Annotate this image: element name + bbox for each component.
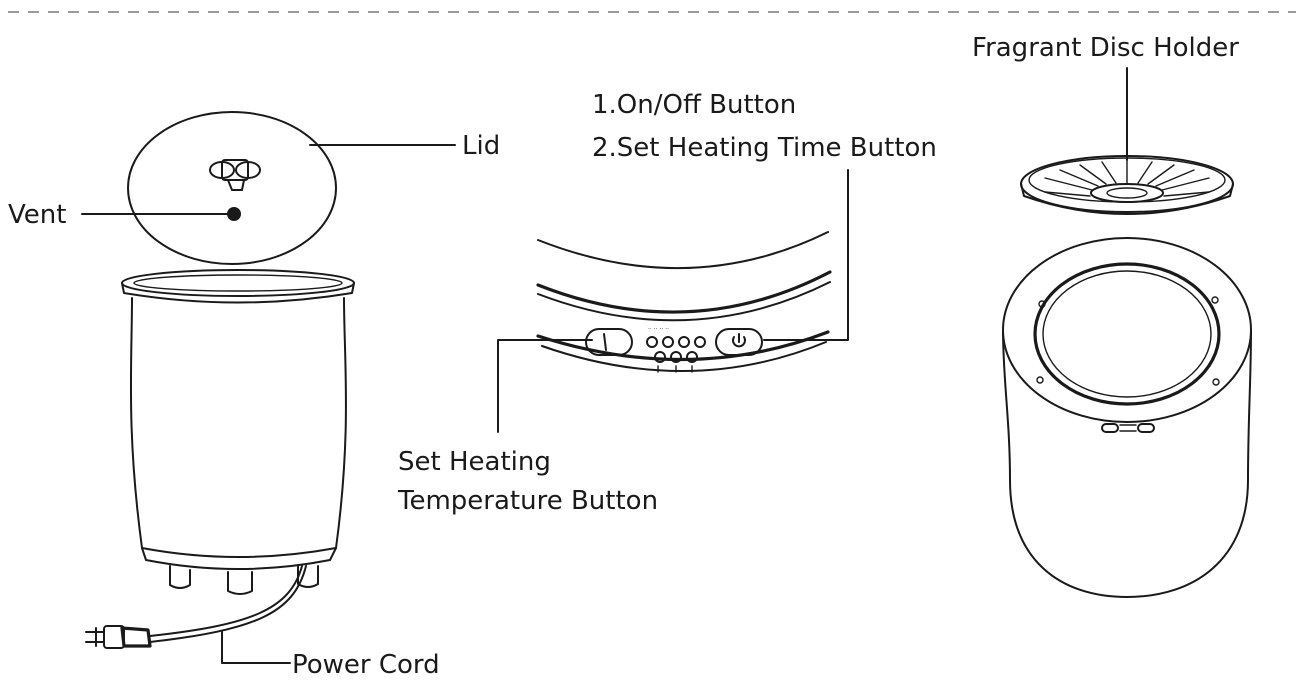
foot-right — [297, 565, 319, 588]
control-panel-illustration: ·· ·· ·· ·· — [536, 231, 832, 373]
indicator-leds-bottom — [654, 351, 698, 373]
foot-center — [227, 571, 253, 595]
power-icon — [732, 333, 746, 348]
disc-holder-label: Fragrant Disc Holder — [972, 33, 1239, 63]
warmer-left-illustration — [85, 111, 355, 649]
lid-knob-icon — [209, 159, 261, 191]
foot-left — [169, 565, 191, 589]
panel-arc-middle — [536, 270, 832, 314]
power-cord-label: Power Cord — [292, 650, 440, 680]
power-cord-leader — [221, 631, 291, 664]
set-temp-label-line1: Set Heating — [398, 447, 551, 477]
power-button[interactable] — [715, 328, 763, 356]
body-rim-outer — [121, 269, 355, 297]
panel-arc-bottom — [541, 341, 827, 372]
lid-disc — [127, 111, 337, 265]
set-time-label: 2.Set Heating Time Button — [592, 133, 937, 163]
right-warmer-body — [1002, 329, 1252, 598]
svg-text:·· ·· ·· ··: ·· ·· ·· ·· — [648, 326, 669, 333]
warmer-right-illustration — [1002, 155, 1252, 598]
buttons-leader — [763, 169, 849, 341]
power-cord-line — [149, 565, 303, 637]
panel-arc-top — [537, 231, 829, 270]
indicator-leds-top: ·· ·· ·· ·· — [646, 326, 706, 348]
disc-holder-grille — [1044, 160, 1210, 197]
warmer-body — [129, 297, 347, 558]
set-temp-label-line2: Temperature Button — [397, 486, 658, 516]
body-rim-inner — [133, 274, 343, 292]
fragrant-disc-holder — [1020, 155, 1234, 215]
on-off-label: 1.On/Off Button — [592, 90, 796, 120]
right-body-controls — [1101, 423, 1155, 433]
vent-dot — [227, 207, 241, 221]
panel-arc-lower — [536, 330, 830, 362]
plug-icon — [85, 625, 152, 649]
temperature-leader — [497, 339, 593, 433]
right-body-rim-inner — [1033, 262, 1221, 406]
temperature-button[interactable] — [585, 328, 633, 356]
vent-label: Vent — [8, 200, 66, 230]
lid-label: Lid — [462, 131, 500, 161]
